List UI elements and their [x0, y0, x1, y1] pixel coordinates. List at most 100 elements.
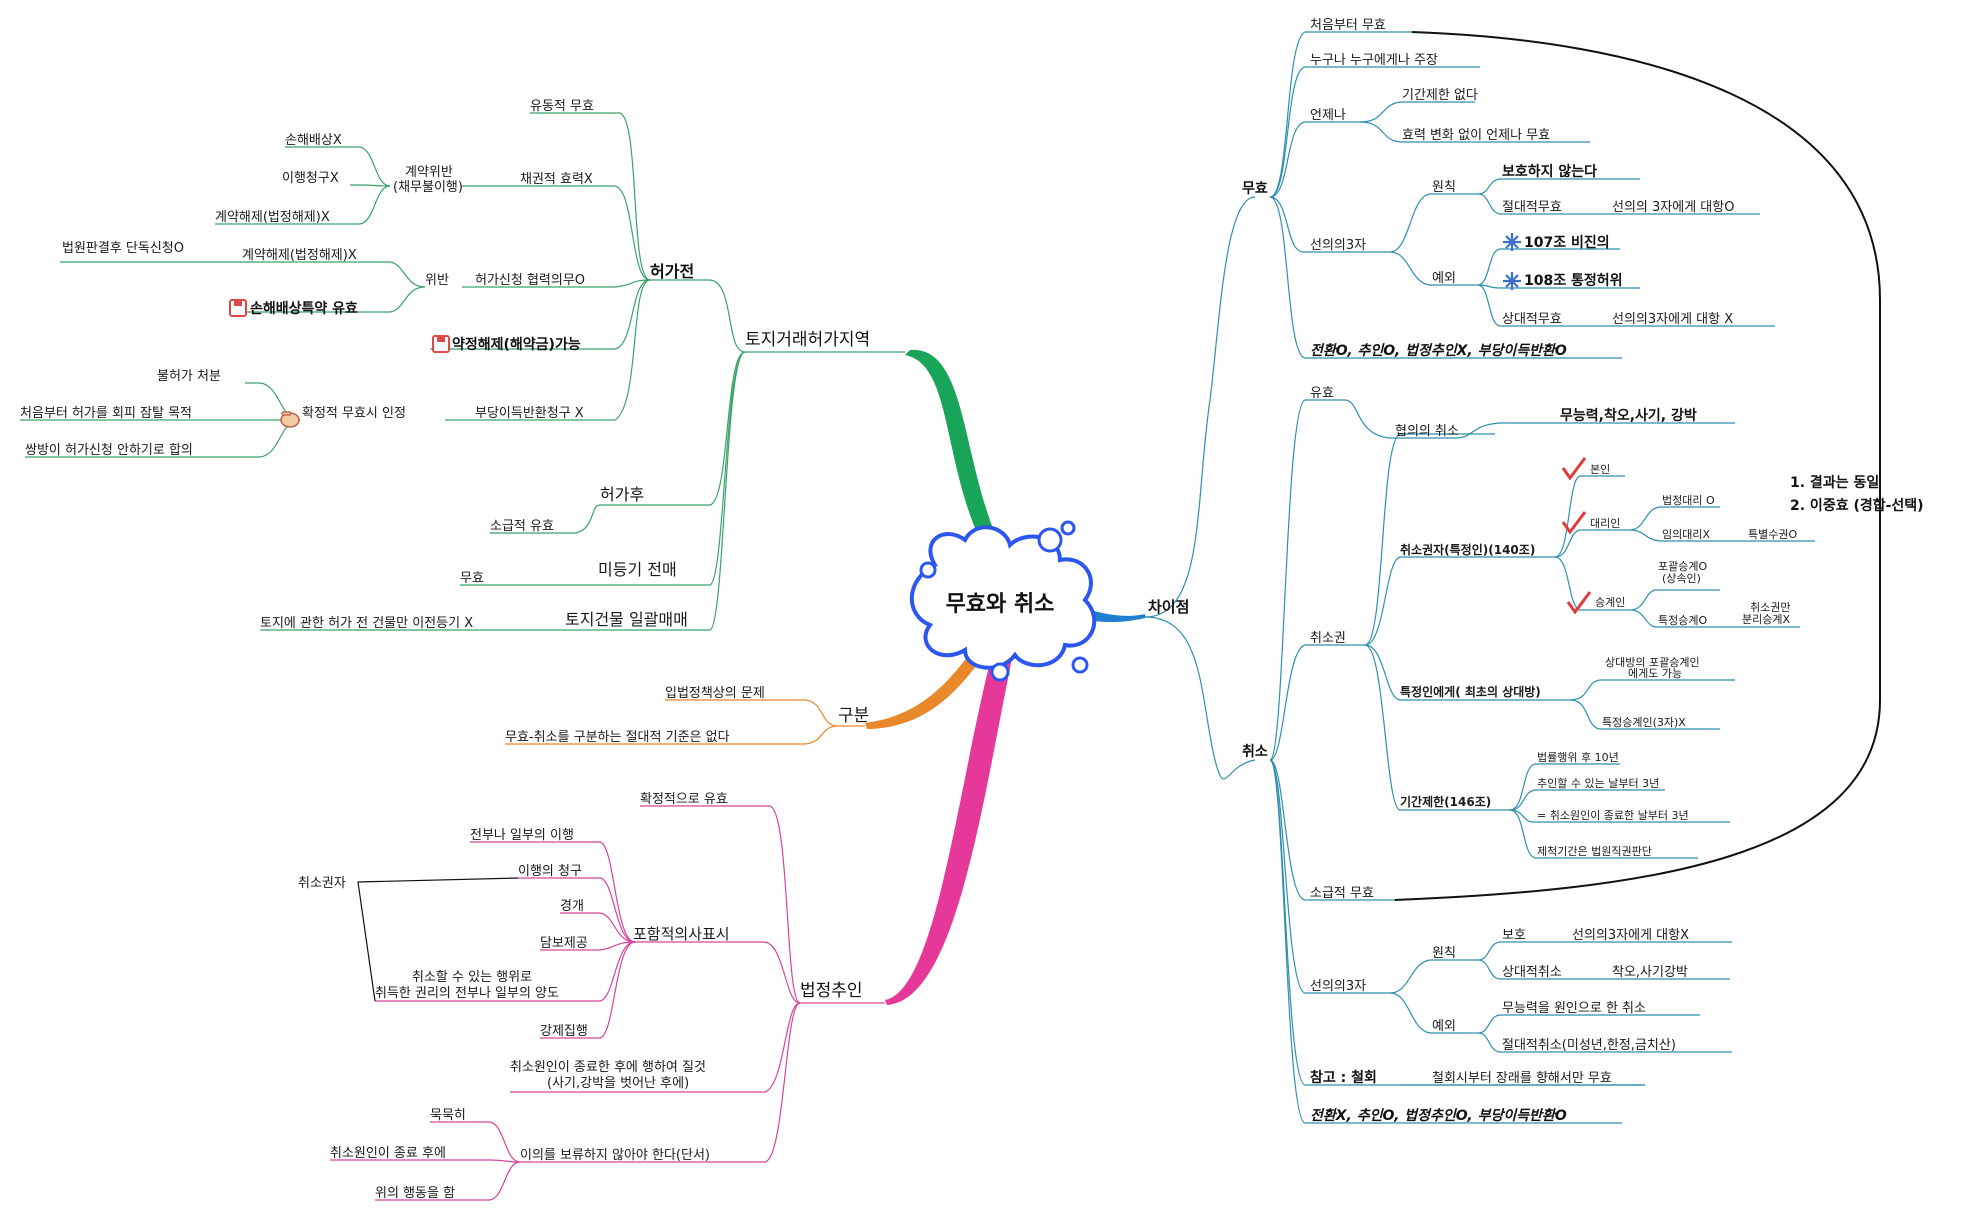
invalid-no-protection: 보호하지 않는다 [1502, 163, 1597, 180]
disposition: 불허가 처분 [157, 369, 221, 384]
disk-icon [229, 299, 247, 317]
cancel-valid: 유효 [1310, 386, 1334, 401]
implied-item: 경개 [560, 899, 584, 914]
contract-rescission: 약정해제(해약금)가능 [452, 336, 581, 353]
implied-item: 이행의 청구 [518, 863, 582, 879]
ratification-label: 법정추인 [800, 981, 863, 1001]
cancel-relative-note: 착오,사기강박 [1612, 965, 1688, 980]
cancel-ref-note: 철회시부터 장래를 향해서만 무효 [1432, 1071, 1612, 1086]
rescission-legal-2: 계약해제(법정해제)X [242, 248, 357, 263]
invalid-relative: 상대적무효 [1502, 312, 1562, 327]
unregistered-sub: 무효 [460, 571, 484, 586]
art107: 107조 비진의 [1524, 234, 1610, 251]
violation: 위반 [425, 273, 449, 288]
invalid-absolute-note: 선의의 3자에게 대항O [1612, 200, 1734, 215]
no-objection-item: 묵묵히 [430, 1108, 466, 1123]
breach-1: 계약위반 [405, 165, 453, 180]
to-whom-b: 특정승계인(3자)X [1602, 716, 1686, 729]
general-succ-2: (상속인) [1662, 572, 1701, 585]
after-cause-1: 취소원인이 종료한 후에 행하여 질것 [510, 1059, 706, 1075]
cancel-principle: 원칙 [1432, 946, 1456, 961]
cancel-right: 취소권 [1310, 631, 1346, 646]
invalid-third-party: 선의의3자 [1310, 238, 1366, 253]
left-orange-lines [505, 699, 865, 745]
obligation-effect: 채권적 효력X [520, 172, 593, 187]
distinction-item: 무효-취소를 구분하는 절대적 기준은 없다 [505, 730, 730, 745]
separate-succ-2: 분리승계X [1742, 613, 1790, 626]
damages: 손해배상X [285, 133, 342, 148]
note-item: 2. 이중효 (경합-선택) [1790, 497, 1924, 514]
checkmark-icon [1566, 591, 1592, 615]
floating-invalid: 유동적 무효 [530, 99, 594, 114]
cancel-holder: 취소권자(특정인)(140조) [1400, 542, 1535, 557]
implied-item: 강제집행 [540, 1023, 588, 1039]
cancel-narrow-sub: 무능력,착오,사기, 강박 [1560, 407, 1697, 424]
center-cloud[interactable] [909, 520, 1097, 682]
invalid-anyone: 누구나 누구에게나 주장 [1310, 53, 1438, 68]
cancel-relative: 상대적취소 [1502, 965, 1562, 980]
invalid-anytime: 언제나 [1310, 108, 1346, 123]
cooperation-duty: 허가신청 협력의무O [475, 273, 585, 288]
breach-2: (채무불이행) [393, 179, 463, 195]
ratification-definite: 확정적으로 유효 [640, 792, 728, 807]
cancel-retro: 소급적 무효 [1310, 886, 1374, 901]
implied-item: 전부나 일부의 이행 [470, 827, 574, 843]
cancel-incapacity: 무능력을 원인으로 한 취소 [1502, 1001, 1646, 1016]
holder-bracket [357, 877, 519, 1002]
to-whom-a2: 에게도 가능 [1628, 667, 1682, 680]
land-label: 토지거래허가지역 [745, 330, 870, 350]
special-power: 특별수권O [1748, 528, 1797, 541]
invalid-absolute: 절대적무효 [1502, 200, 1562, 215]
cancel-exception: 예외 [1432, 1019, 1456, 1034]
branch-ratification [885, 625, 1018, 1005]
specific-succ: 특정승계O [1658, 614, 1707, 627]
cancel-narrow: 협의의 취소 [1395, 424, 1459, 439]
performance: 이행청구X [282, 170, 339, 186]
center-title: 무효와 취소 [946, 592, 1055, 617]
cancel-ref-label: 참고 : 철회 [1310, 1070, 1377, 1086]
general-succ-1: 포괄승계O [1658, 560, 1707, 573]
invalid-from-start: 처음부터 무효 [1310, 18, 1386, 33]
diff-label: 차이점 [1148, 598, 1189, 616]
left-pink-lines [330, 805, 885, 1201]
period-item: = 취소원인이 종료한 날부터 3년 [1537, 809, 1689, 822]
branch-diff [1085, 610, 1145, 622]
cancel-protect: 보호 [1502, 928, 1526, 943]
pointing-hand-icon [280, 411, 300, 428]
after-label: 허가후 [600, 485, 644, 504]
holder-self: 본인 [1590, 463, 1610, 476]
implied-item: 담보제공 [540, 936, 588, 951]
anytime-item: 효력 변화 없이 언제나 무효 [1402, 128, 1550, 143]
implied-item-4a: 취소할 수 있는 행위로 [412, 969, 532, 985]
holder-successor: 승계인 [1595, 596, 1625, 609]
snowflake-icon [1503, 272, 1521, 290]
invalid-principle: 원칙 [1432, 180, 1456, 195]
anytime-item: 기간제한 없다 [1402, 88, 1478, 103]
cancel-label: 취소 [1242, 744, 1268, 760]
distinction-label: 구분 [838, 706, 869, 726]
branch-land [905, 349, 1005, 560]
compare-arc [1394, 31, 1881, 901]
period-item: 추인할 수 있는 날부터 3년 [1537, 777, 1659, 790]
definite-invalid: 확정적 무효시 인정 [302, 406, 406, 421]
bulk-label: 토지건물 일괄매매 [565, 610, 688, 629]
bulk-sub: 토지에 관한 허가 전 건물만 이전등기 X [260, 616, 473, 631]
cancel-summary: 전환X, 추인O, 법정추인O, 부당이득반환O [1310, 1108, 1567, 1124]
cancel-period: 기간제한(146조) [1400, 794, 1491, 809]
disk-icon [432, 335, 450, 353]
snowflake-icon [1503, 233, 1521, 251]
cancel-protect-note: 선의의3자에게 대항X [1572, 928, 1689, 943]
art108: 108조 통정허위 [1524, 272, 1623, 289]
period-item: 법률행위 후 10년 [1537, 751, 1619, 764]
implied-label: 포함적의사표시 [633, 925, 730, 943]
before-label: 허가전 [650, 262, 694, 281]
period-item: 제척기간은 법원직권판단 [1537, 845, 1652, 858]
invalid-exception: 예외 [1432, 271, 1456, 286]
damages-special: 손해배상특약 유효 [250, 300, 358, 317]
cancel-third-party: 선의의3자 [1310, 979, 1366, 994]
separate-succ-1: 취소권만 [1750, 601, 1790, 614]
invalid-summary: 전환O, 추인O, 법정추인X, 부당이득반환O [1310, 343, 1567, 359]
after-sub: 소급적 유효 [490, 519, 554, 534]
checkmark-icon [1561, 457, 1587, 481]
